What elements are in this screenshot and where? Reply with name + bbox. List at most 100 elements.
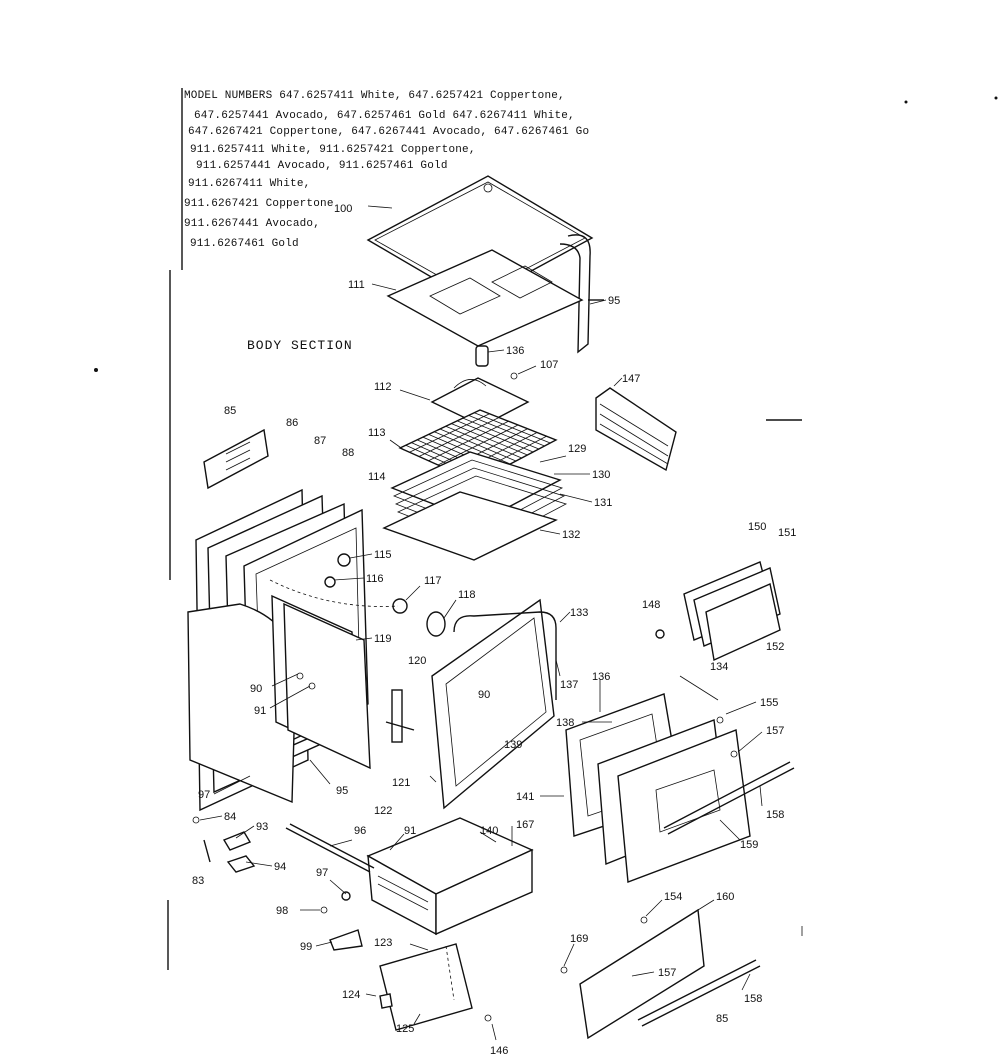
part-label-150: 150 [748, 521, 766, 533]
section-title: BODY SECTION [247, 338, 353, 353]
part-label-86: 86 [286, 417, 298, 429]
part-label-134: 134 [710, 661, 728, 673]
part-number-labels: 100 111 95 136 107 147 112 85 86 87 88 1… [192, 203, 796, 1057]
part-label-139: 139 [504, 739, 522, 751]
part-label-157: 157 [658, 967, 676, 979]
part-label-169: 169 [570, 933, 588, 945]
part-label-85: 85 [716, 1013, 728, 1025]
part-label-97: 97 [316, 867, 328, 879]
part-label-154: 154 [664, 891, 682, 903]
light-socket-part [392, 598, 408, 614]
part-label-94: 94 [274, 861, 286, 873]
part-label-159: 159 [740, 839, 758, 851]
screw-part [320, 906, 328, 914]
model-line: 911.6267461 Gold [190, 238, 299, 250]
part-label-85: 85 [224, 405, 236, 417]
part-label-100: 100 [334, 203, 352, 215]
leveler-part [329, 929, 363, 951]
door-frame-part [431, 598, 557, 810]
element-part [475, 345, 489, 367]
light-bulb-part [426, 611, 446, 637]
side-frame-lower-part [271, 594, 371, 770]
clip-part [655, 629, 665, 639]
part-label-123: 123 [374, 937, 392, 949]
part-label-90: 90 [250, 683, 262, 695]
part-label-95: 95 [336, 785, 348, 797]
part-label-84: 84 [224, 811, 236, 823]
screw-part [560, 966, 568, 974]
part-label-136: 136 [506, 345, 524, 357]
screw-part [341, 891, 351, 901]
control-panel-part [683, 561, 781, 662]
part-label-157: 157 [766, 725, 784, 737]
part-label-136: 136 [592, 671, 610, 683]
part-label-125: 125 [396, 1023, 414, 1035]
part-label-160: 160 [716, 891, 734, 903]
screw-part [510, 372, 518, 380]
part-label-112: 112 [374, 381, 392, 393]
model-line: 911.6257441 Avocado, 911.6257461 Gold [196, 160, 448, 172]
drawer-rail-part [285, 827, 371, 873]
part-label-98: 98 [276, 905, 288, 917]
door-outer-panel-part [617, 729, 751, 883]
part-label-147: 147 [622, 373, 640, 385]
part-label-124: 124 [342, 989, 360, 1001]
part-label-83: 83 [192, 875, 204, 887]
part-label-148: 148 [642, 599, 660, 611]
wire-path [269, 579, 399, 607]
side-frame-part [559, 234, 604, 354]
grid-wire [418, 417, 500, 457]
screw-part [192, 816, 200, 824]
part-label-137: 137 [560, 679, 578, 691]
part-label-88: 88 [342, 447, 354, 459]
trim-strip-part [637, 959, 757, 1021]
screw-part [308, 682, 316, 690]
part-label-140: 140 [480, 825, 498, 837]
model-line: 911.6267441 Avocado, [184, 218, 321, 230]
part-label-141: 141 [516, 791, 534, 803]
part-label-131: 131 [594, 497, 612, 509]
part-label-91: 91 [404, 825, 416, 837]
grid-wire [409, 413, 490, 453]
bracket-part [222, 831, 252, 851]
drawer-rail-part [289, 823, 375, 869]
screw-part [296, 672, 304, 680]
clip-part [226, 855, 256, 873]
part-label-155: 155 [760, 697, 778, 709]
inner-top-panel-part [386, 249, 584, 347]
model-line: 647.6267421 Coppertone, 647.6267441 Avoc… [188, 126, 590, 138]
screw-part [716, 716, 724, 724]
part-label-107: 107 [540, 359, 558, 371]
screw-part [640, 916, 648, 924]
screw-part [730, 750, 738, 758]
part-label-111: 111 [348, 279, 365, 291]
door-handle-part [663, 761, 791, 829]
part-label-158: 158 [744, 993, 762, 1005]
part-label-117: 117 [424, 575, 442, 587]
model-line: MODEL NUMBERS 647.6257411 White, 647.625… [184, 90, 565, 102]
part-label-96: 96 [354, 825, 366, 837]
vent-panel-part [203, 428, 269, 490]
screw-part [484, 1014, 492, 1022]
part-label-115: 115 [374, 549, 392, 561]
foot-part [379, 993, 393, 1009]
part-label-95: 95 [608, 295, 620, 307]
part-label-132: 132 [562, 529, 580, 541]
grommet-part [324, 576, 336, 588]
stray-mark [994, 96, 998, 100]
stray-mark [94, 368, 98, 372]
part-label-121: 121 [392, 777, 410, 789]
tray-part [382, 491, 558, 561]
part-label-130: 130 [592, 469, 610, 481]
part-label-116: 116 [366, 573, 384, 585]
part-label-167: 167 [516, 819, 534, 831]
part-label-122: 122 [374, 805, 392, 817]
grid-wire [437, 424, 519, 466]
part-label-99: 99 [300, 941, 312, 953]
part-label-151: 151 [778, 527, 796, 539]
model-line: 911.6267411 White, [188, 178, 311, 190]
grid-wire [428, 420, 509, 462]
part-label-90: 90 [478, 689, 490, 701]
stray-mark [904, 100, 908, 104]
